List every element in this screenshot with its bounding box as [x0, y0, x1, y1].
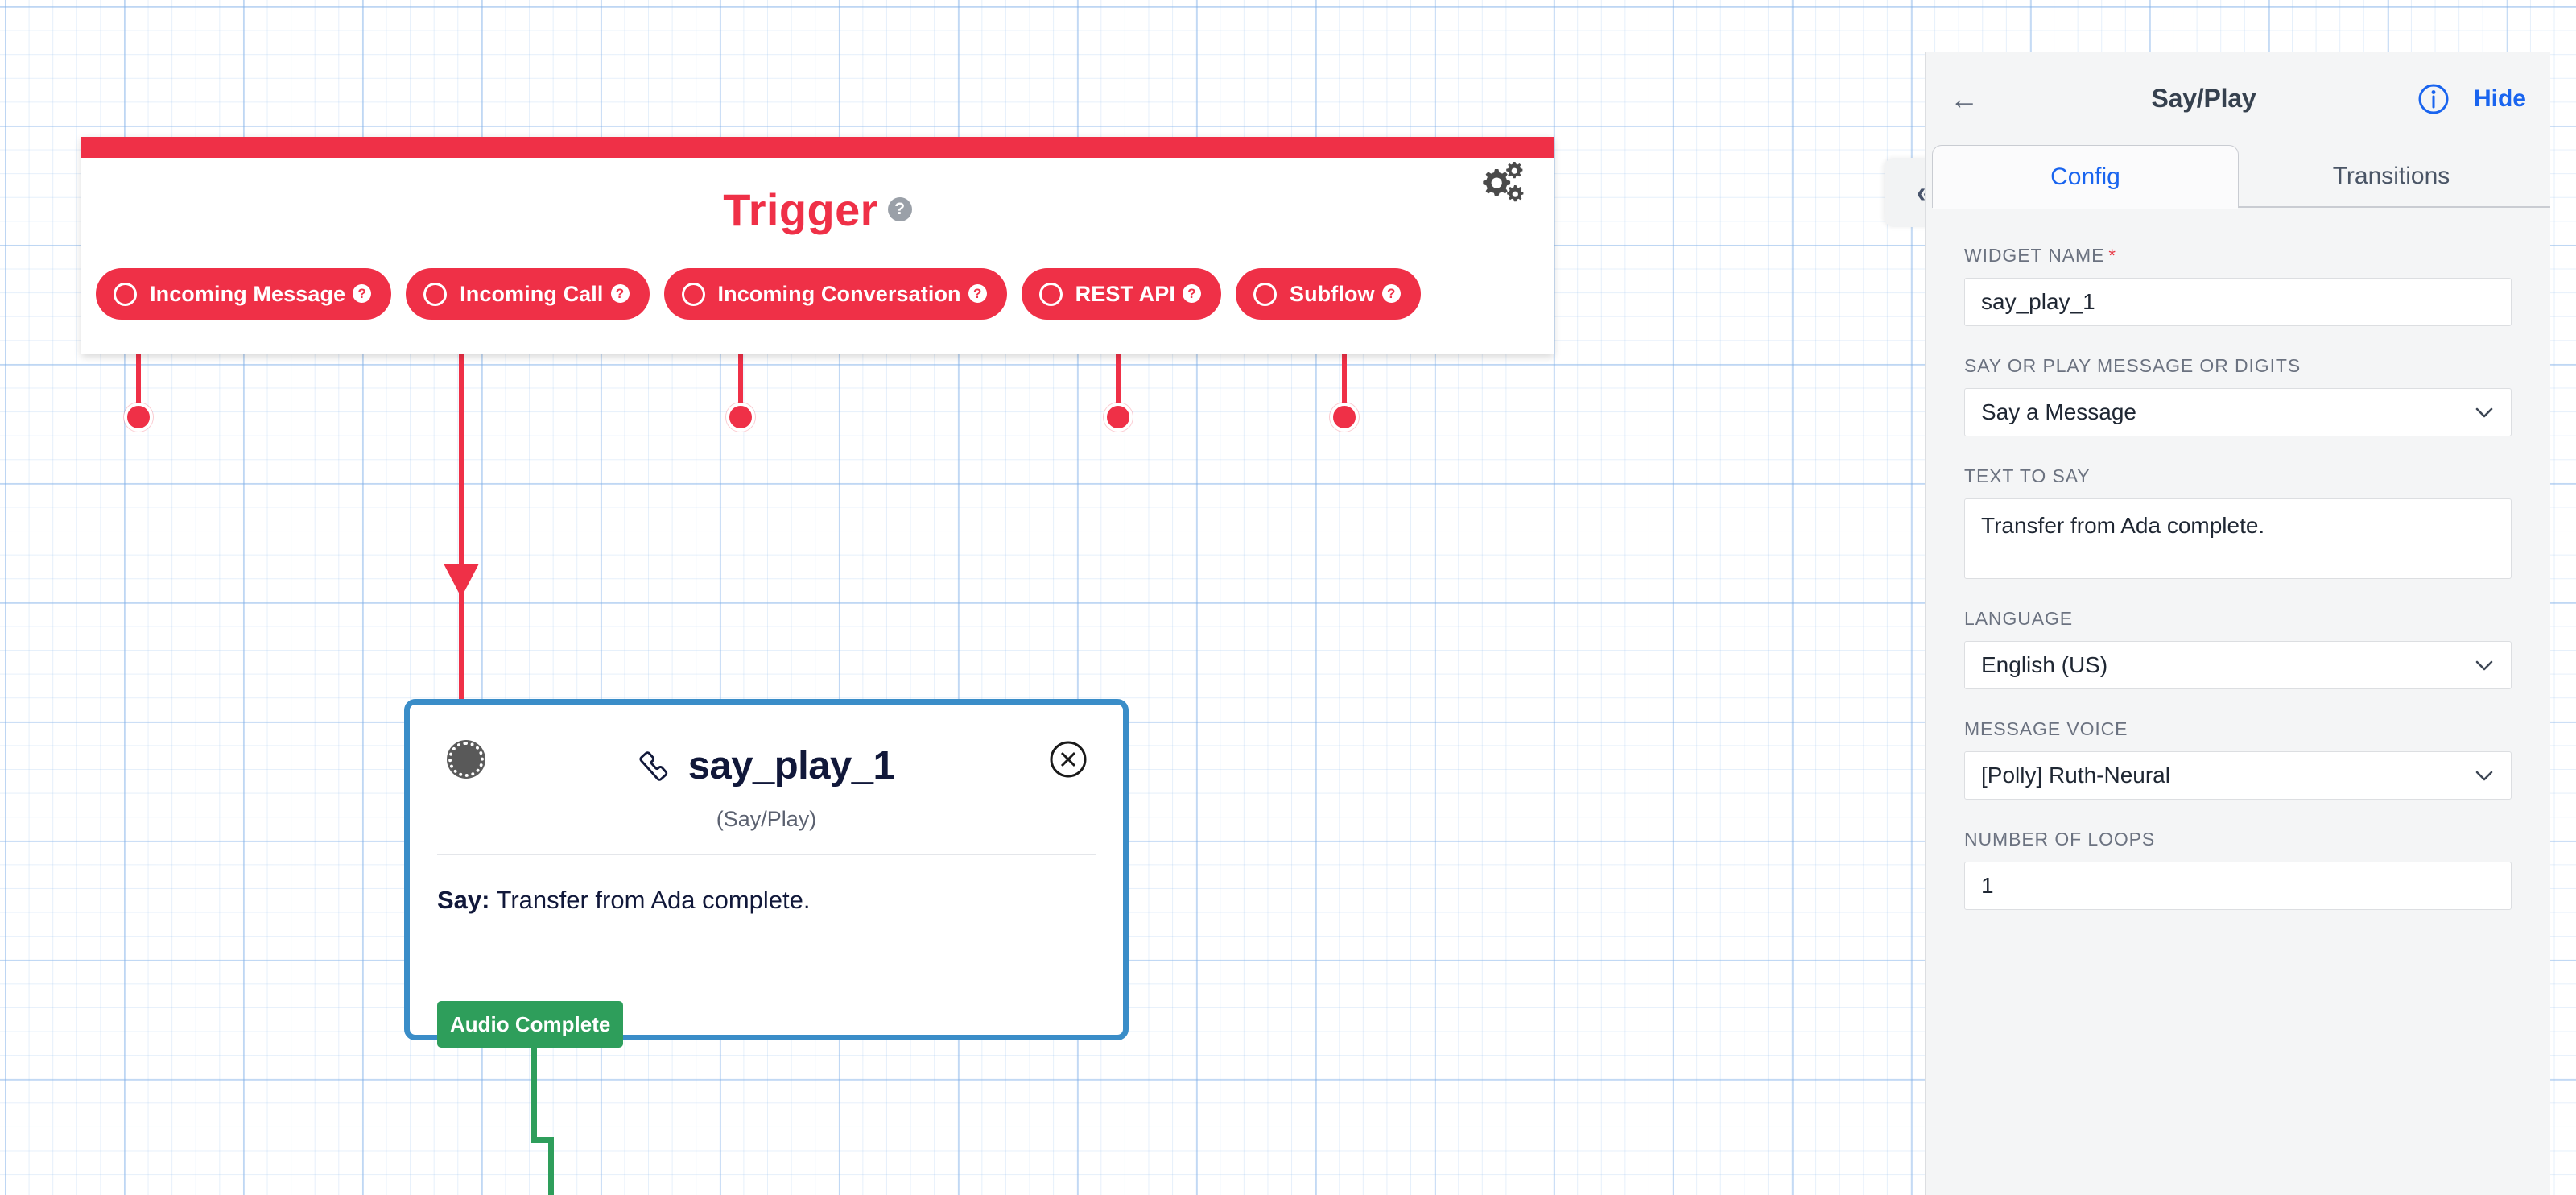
- tab-transitions[interactable]: Transitions: [2239, 145, 2544, 208]
- trigger-pill-label: Incoming Message: [150, 281, 346, 306]
- connector-stem-rest-api: [1116, 319, 1121, 407]
- trigger-title-text: Trigger: [723, 184, 878, 235]
- tab-config-label: Config: [2050, 163, 2120, 190]
- node-subtitle: (Say/Play): [716, 807, 817, 831]
- node-body-label: Say:: [437, 886, 490, 914]
- say-or-play-select[interactable]: Say a Message: [1964, 388, 2512, 436]
- transition-chip-audio-complete[interactable]: Audio Complete: [437, 1001, 624, 1048]
- field-label: TEXT TO SAY: [1964, 465, 2091, 486]
- connector-endpoint-incoming-message[interactable]: [124, 403, 153, 432]
- help-circle-icon[interactable]: ?: [353, 283, 372, 303]
- node-body: Say: Transfer from Ada complete.: [437, 884, 1096, 916]
- connector-stem-incoming-conversation: [738, 319, 743, 407]
- field-label: LANGUAGE: [1964, 608, 2074, 629]
- transition-connector-segment-3: [548, 1137, 554, 1195]
- trigger-pill-label: Incoming Call: [460, 281, 604, 306]
- widget-name-value: say_play_1: [1981, 289, 2095, 314]
- help-circle-icon[interactable]: ?: [1182, 283, 1201, 303]
- connector-endpoint-rest-api[interactable]: [1104, 403, 1133, 432]
- circle-port-icon: [1253, 282, 1277, 306]
- gears-icon[interactable]: [1476, 161, 1526, 206]
- connector-arrow-tail: [459, 592, 464, 701]
- field-number-of-loops: NUMBER OF LOOPS 1: [1964, 829, 2512, 910]
- panel-title: Say/Play: [2151, 84, 2256, 113]
- trigger-pill-row: Incoming Message ? Incoming Call ? Incom…: [96, 268, 1421, 320]
- trigger-pill-label: REST API: [1075, 281, 1175, 306]
- trigger-pill-rest-api[interactable]: REST API ?: [1021, 268, 1221, 320]
- node-title-row: say_play_1: [410, 743, 1123, 788]
- node-divider: [437, 854, 1096, 855]
- field-message-voice: MESSAGE VOICE [Polly] Ruth-Neural: [1964, 718, 2512, 800]
- close-circle-icon[interactable]: [1049, 740, 1088, 779]
- trigger-card-accent-bar: [81, 137, 1554, 158]
- field-label-text: WIDGET NAME: [1964, 245, 2105, 266]
- message-voice-value: [Polly] Ruth-Neural: [1981, 763, 2170, 788]
- widget-name-input[interactable]: say_play_1: [1964, 278, 2512, 326]
- node-input-port[interactable]: [448, 742, 484, 777]
- trigger-title: Trigger?: [81, 184, 1554, 236]
- connector-stem-incoming-message: [136, 319, 141, 407]
- panel-tabs: Config Transitions: [1926, 145, 2550, 209]
- help-circle-icon[interactable]: ?: [610, 283, 630, 303]
- chevron-down-icon: [2474, 655, 2495, 676]
- required-asterisk: *: [2108, 246, 2116, 266]
- transition-chip-label: Audio Complete: [450, 1011, 611, 1036]
- connector-endpoint-incoming-conversation[interactable]: [726, 403, 755, 432]
- field-label: MESSAGE VOICE: [1964, 718, 2128, 739]
- circle-port-icon: [681, 282, 705, 306]
- say-or-play-value: Say a Message: [1981, 399, 2136, 424]
- trigger-pill-incoming-conversation[interactable]: Incoming Conversation ?: [663, 268, 1007, 320]
- config-form: WIDGET NAME* say_play_1 SAY OR PLAY MESS…: [1926, 208, 2550, 910]
- chevron-down-icon: [2474, 765, 2495, 786]
- language-value: English (US): [1981, 652, 2108, 677]
- help-circle-icon[interactable]: ?: [887, 197, 912, 222]
- field-widget-name: WIDGET NAME* say_play_1: [1964, 245, 2512, 326]
- connector-stem-subflow: [1342, 319, 1347, 407]
- message-voice-select[interactable]: [Polly] Ruth-Neural: [1964, 751, 2512, 800]
- panel-header: ← Say/Play Hide: [1926, 52, 2550, 145]
- language-select[interactable]: English (US): [1964, 641, 2512, 689]
- widget-node-say-play[interactable]: say_play_1 (Say/Play) Say: Transfer from…: [404, 699, 1129, 1040]
- transition-connector-segment-1: [531, 1046, 537, 1143]
- number-of-loops-value: 1: [1981, 873, 1994, 898]
- node-title: say_play_1: [687, 744, 895, 788]
- connector-endpoint-subflow[interactable]: [1330, 403, 1359, 432]
- help-circle-icon[interactable]: ?: [1381, 283, 1401, 303]
- field-label: NUMBER OF LOOPS: [1964, 829, 2156, 850]
- trigger-pill-label: Subflow: [1289, 281, 1375, 306]
- text-to-say-textarea[interactable]: Transfer from Ada complete.: [1964, 498, 2512, 579]
- circle-port-icon: [1038, 282, 1063, 306]
- circle-port-icon: [423, 282, 448, 306]
- hide-panel-button[interactable]: Hide: [2473, 85, 2526, 112]
- trigger-widget-card[interactable]: Trigger? Incoming Message ?: [81, 137, 1554, 354]
- transition-connector-segment-2: [531, 1137, 554, 1143]
- text-to-say-value: Transfer from Ada complete.: [1981, 513, 2265, 538]
- chevron-down-icon: [2474, 402, 2495, 423]
- connector-arrow-line: [459, 322, 464, 576]
- field-label: SAY OR PLAY MESSAGE OR DIGITS: [1964, 355, 2301, 376]
- trigger-pill-incoming-call[interactable]: Incoming Call ?: [406, 268, 650, 320]
- trigger-pill-incoming-message[interactable]: Incoming Message ?: [96, 268, 392, 320]
- trigger-pill-label: Incoming Conversation: [717, 281, 961, 306]
- field-text-to-say: TEXT TO SAY Transfer from Ada complete.: [1964, 465, 2512, 579]
- widget-config-panel: ← Say/Play Hide Config Transitions: [1925, 52, 2550, 1195]
- circle-port-icon: [114, 282, 137, 306]
- phone-handset-icon: [638, 746, 675, 787]
- info-circle-icon[interactable]: [2416, 81, 2451, 117]
- arrow-left-icon[interactable]: ←: [1950, 81, 1979, 115]
- tab-transitions-label: Transitions: [2332, 163, 2450, 189]
- number-of-loops-input[interactable]: 1: [1964, 862, 2512, 910]
- help-circle-icon[interactable]: ?: [968, 283, 987, 303]
- node-body-text: Transfer from Ada complete.: [496, 886, 811, 914]
- field-language: LANGUAGE English (US): [1964, 608, 2512, 689]
- field-label: WIDGET NAME*: [1964, 245, 2512, 267]
- trigger-pill-subflow[interactable]: Subflow ?: [1235, 268, 1421, 320]
- tab-config[interactable]: Config: [1932, 145, 2239, 209]
- field-say-or-play: SAY OR PLAY MESSAGE OR DIGITS Say a Mess…: [1964, 355, 2512, 436]
